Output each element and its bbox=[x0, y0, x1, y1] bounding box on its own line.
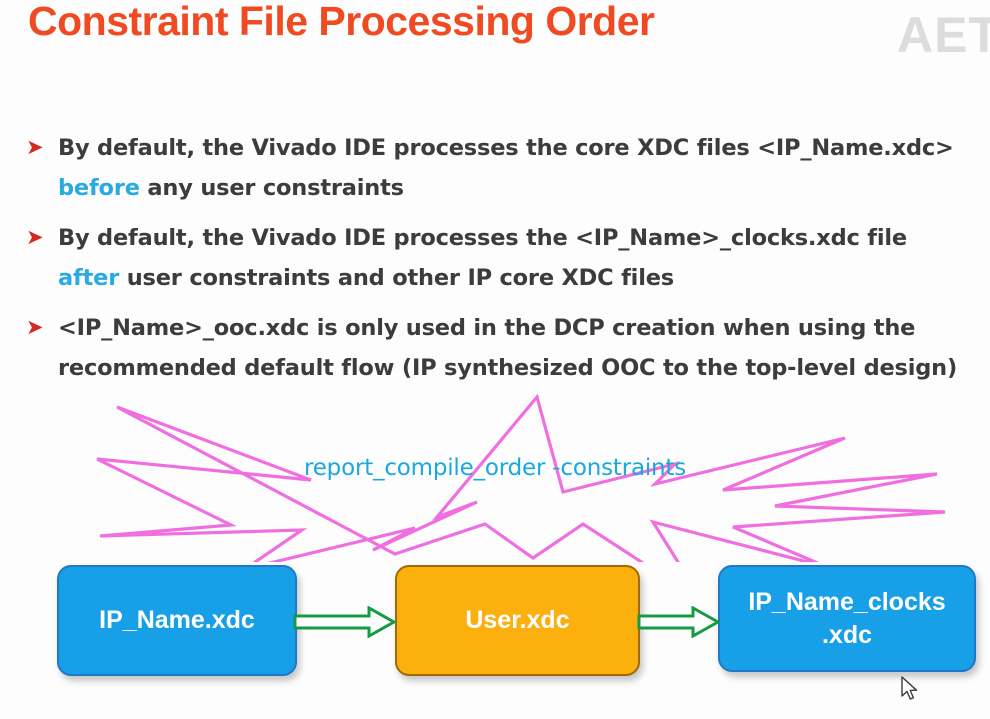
flow-box-2-label: User.xdc bbox=[465, 606, 570, 634]
aet-logo: AET bbox=[897, 7, 990, 63]
bullet-2-line-2: user constraints and other IP core XDC f… bbox=[119, 265, 674, 291]
bullet-item-3: ➤ <IP_Name>_ooc.xdc is only used in the … bbox=[24, 308, 974, 388]
bullet-item-1: ➤ By default, the Vivado IDE processes t… bbox=[24, 128, 974, 208]
bullet-1-line-2: any user constraints bbox=[139, 175, 404, 201]
flow-box-ip-name-xdc[interactable]: IP_Name.xdc bbox=[57, 565, 297, 676]
callout-command-text: report_compile_order -constraints bbox=[303, 455, 687, 481]
flow-arrow-2-icon bbox=[637, 606, 721, 638]
bullet-1-line-1: By default, the Vivado IDE processes the… bbox=[58, 135, 954, 161]
bullet-2-line-1: By default, the Vivado IDE processes the… bbox=[58, 225, 907, 251]
starburst-callout-shape bbox=[96, 393, 946, 562]
bullet-3-line-1: <IP_Name>_ooc.xdc is only used in the DC… bbox=[58, 315, 916, 341]
flow-box-ip-name-clocks-xdc[interactable]: IP_Name_clocks .xdc bbox=[718, 565, 976, 672]
chevron-arrow-bullet-icon: ➤ bbox=[26, 315, 44, 339]
flow-box-1-label: IP_Name.xdc bbox=[99, 606, 255, 634]
chevron-arrow-bullet-icon: ➤ bbox=[26, 225, 44, 249]
flow-arrow-1-icon bbox=[293, 606, 397, 638]
bullet-list: ➤ By default, the Vivado IDE processes t… bbox=[24, 128, 974, 398]
flow-box-user-xdc[interactable]: User.xdc bbox=[395, 565, 640, 676]
bullet-1-keyword: before bbox=[58, 175, 140, 201]
flow-box-3-label-line-2: .xdc bbox=[821, 620, 872, 649]
mouse-cursor-icon bbox=[901, 676, 918, 700]
page-title: Constraint File Processing Order bbox=[28, 0, 655, 44]
bullet-3-line-2: recommended default flow (IP synthesized… bbox=[58, 355, 958, 381]
bullet-2-keyword: after bbox=[58, 265, 120, 291]
chevron-arrow-bullet-icon: ➤ bbox=[26, 135, 44, 159]
flow-box-3-label-line-1: IP_Name_clocks bbox=[748, 587, 946, 616]
bullet-item-2: ➤ By default, the Vivado IDE processes t… bbox=[24, 218, 974, 298]
